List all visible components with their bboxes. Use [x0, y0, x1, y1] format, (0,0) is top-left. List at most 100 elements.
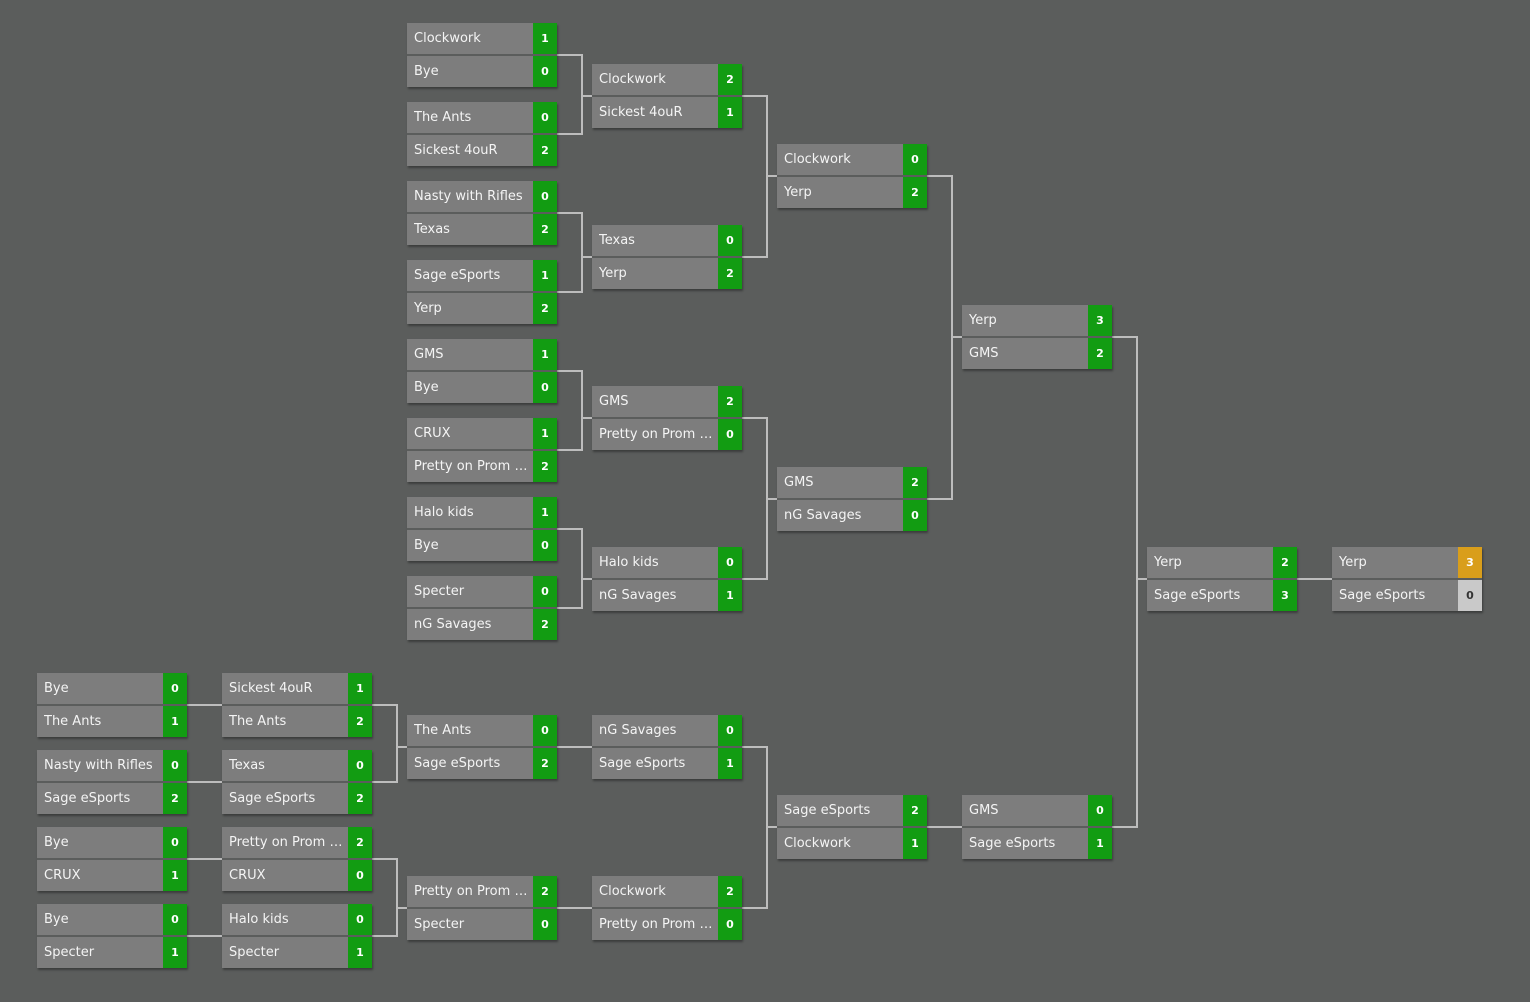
team-name: Yerp	[414, 301, 442, 316]
team-row[interactable]: Pretty on Prom Ni...2	[407, 876, 557, 907]
team-row[interactable]: Pretty on Prom Ni...0	[592, 419, 742, 450]
team-name: GMS	[969, 803, 999, 818]
team-row[interactable]: Pretty on Prom Ni...2	[407, 451, 557, 482]
team-score: 1	[163, 860, 187, 891]
team-row[interactable]: Pretty on Prom Ni...0	[592, 909, 742, 940]
team-name: Texas	[229, 758, 265, 773]
team-score: 0	[1458, 580, 1482, 611]
team-row[interactable]: Pretty on Prom Ni...2	[222, 827, 372, 858]
team-name: Specter	[229, 945, 280, 960]
team-name: Sage eSports	[599, 756, 686, 771]
